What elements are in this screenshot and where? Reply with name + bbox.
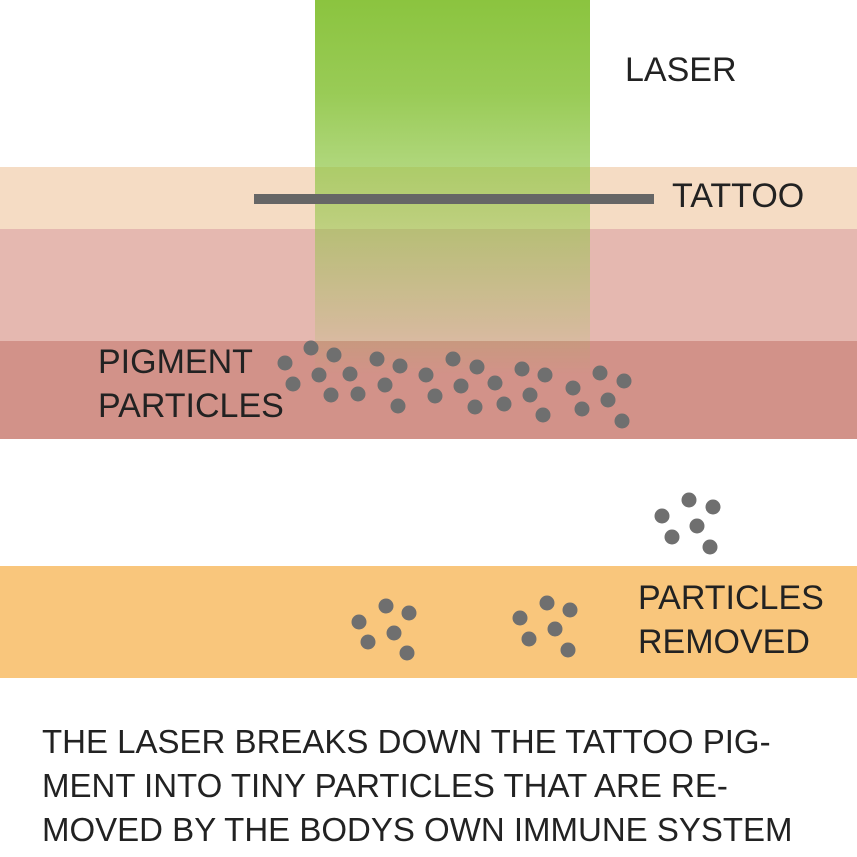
particles-removed-label: PARTICLES REMOVED bbox=[638, 579, 824, 661]
tattoo-ink-line bbox=[254, 194, 654, 204]
tattoo-label: TATTOO bbox=[672, 177, 805, 215]
migrating-particle bbox=[689, 518, 705, 534]
laser-beam bbox=[315, 0, 590, 375]
migrating-particle bbox=[654, 508, 670, 524]
migrating-particle bbox=[664, 529, 680, 545]
removal-layer bbox=[0, 566, 857, 678]
laser-label: LASER bbox=[625, 51, 737, 89]
migrating-particle bbox=[705, 499, 721, 515]
migrating-particle bbox=[681, 492, 697, 508]
caption-text: THE LASER BREAKS DOWN THE TATTOO PIG- ME… bbox=[42, 723, 793, 848]
migrating-particle bbox=[702, 539, 718, 555]
migrating-particles-cluster bbox=[654, 492, 721, 555]
pigment-particles-label: PIGMENT PARTICLES bbox=[98, 343, 284, 425]
